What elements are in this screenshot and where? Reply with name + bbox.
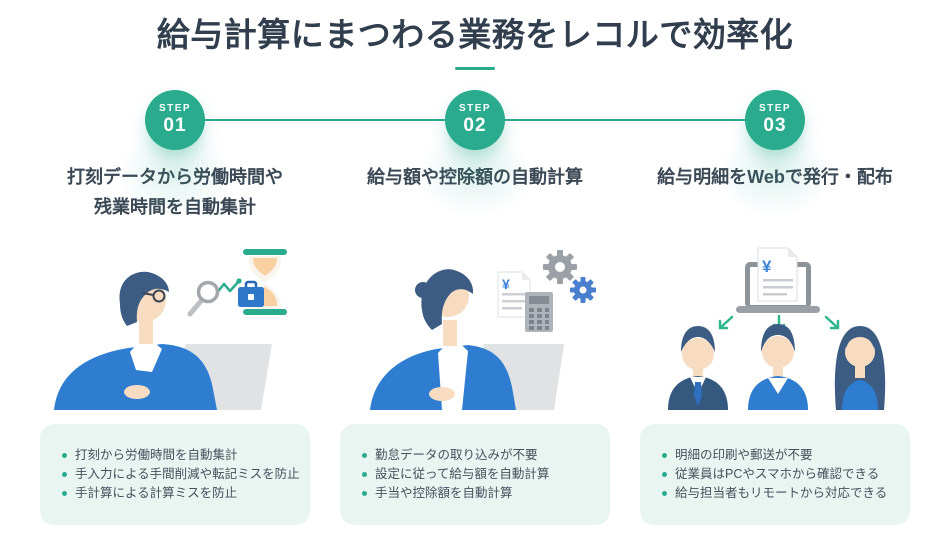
step-number: 01: [163, 115, 187, 137]
benefit-item: 明細の印刷や郵送が不要: [662, 448, 902, 463]
step-word: STEP: [158, 103, 192, 115]
illustrations-row: ¥: [0, 226, 950, 412]
step-1-benefits-card: 打刻から労働時間を自動集計 手入力による手間削減や転記ミスを防止 手計算による計…: [40, 424, 310, 526]
benefit-item: 打刻から労働時間を自動集計: [62, 448, 302, 463]
step-word: STEP: [758, 103, 792, 115]
title-underline-decoration: [455, 67, 495, 71]
step-word: STEP: [458, 103, 492, 115]
step-2-badge-cell: STEP 02: [340, 90, 610, 151]
benefit-list: 勤怠データの取り込みが不要 設定に従って給与額を自動計算 手当や控除額を自動計算: [362, 444, 602, 505]
magnifier-icon: [187, 281, 220, 317]
heading-line: 残業時間を自動集計: [94, 197, 256, 218]
step-number: 02: [463, 115, 487, 137]
benefit-item: 勤怠データの取り込みが不要: [362, 448, 602, 463]
employee-woman: [834, 326, 886, 411]
yen-document-icon: ¥: [497, 271, 531, 318]
benefit-list: 明細の印刷や郵送が不要 従業員はPCやスマホから確認できる 給与担当者もリモート…: [662, 444, 902, 505]
step-3-badge-cell: STEP 03: [640, 90, 910, 151]
step-2-illustration: ¥: [340, 226, 610, 412]
woman-figure: [370, 269, 516, 411]
employee-jacket-man: [748, 324, 808, 411]
step-2-benefits-card: 勤怠データの取り込みが不要 設定に従って給与額を自動計算 手当や控除額を自動計算: [340, 424, 610, 526]
man-figure: [54, 271, 217, 411]
arrow-down-right-icon: [824, 316, 840, 330]
woman-at-laptop-illustration: ¥: [370, 250, 596, 411]
calculator-icon: [525, 292, 553, 333]
benefit-item: 給与担当者もリモートから対応できる: [662, 486, 902, 501]
briefcase-icon: [238, 281, 264, 308]
arrow-down-left-icon: [718, 316, 734, 330]
steps-track: STEP 01 STEP 02 STEP 03: [0, 90, 950, 151]
step-badge-03: STEP 03: [745, 90, 805, 151]
benefit-item: 従業員はPCやスマホから確認できる: [662, 467, 902, 482]
step-3-benefits-card: 明細の印刷や郵送が不要 従業員はPCやスマホから確認できる 給与担当者もリモート…: [640, 424, 910, 526]
page-title: 給与計算にまつわる業務をレコルで効率化: [156, 16, 794, 53]
step-1-illustration: [40, 226, 310, 412]
yen-document-icon: ¥: [757, 247, 798, 302]
yen-symbol: ¥: [762, 257, 772, 276]
benefit-cards-row: 打刻から労働時間を自動集計 手入力による手間削減や転記ミスを防止 手計算による計…: [0, 424, 950, 526]
laptop-distribution-illustration: ¥: [668, 247, 886, 411]
yen-symbol: ¥: [502, 276, 510, 292]
gear-icons: [543, 250, 596, 304]
heading-line: 給与額や控除額の自動計算: [367, 167, 583, 188]
step-3-heading: 給与明細をWebで発行・配布: [640, 162, 910, 226]
step-3-illustration: ¥: [640, 226, 910, 412]
glasses-icon: [142, 289, 166, 303]
benefit-list: 打刻から労働時間を自動集計 手入力による手間削減や転記ミスを防止 手計算による計…: [62, 444, 302, 505]
step-1-badge-cell: STEP 01: [40, 90, 310, 151]
step-1-heading: 打刻データから労働時間や 残業時間を自動集計: [40, 162, 310, 226]
step-number: 03: [763, 115, 787, 137]
man-at-laptop-illustration: [54, 249, 287, 411]
employee-suit-man: [668, 326, 728, 411]
heading-line: 給与明細をWebで発行・配布: [657, 167, 893, 188]
benefit-item: 設定に従って給与額を自動計算: [362, 467, 602, 482]
benefit-item: 手当や控除額を自動計算: [362, 486, 602, 501]
step-headings-row: 打刻データから労働時間や 残業時間を自動集計 給与額や控除額の自動計算 給与明細…: [0, 162, 950, 226]
heading-line: 打刻データから労働時間や: [67, 167, 283, 188]
step-badge-01: STEP 01: [145, 90, 205, 151]
benefit-item: 手計算による計算ミスを防止: [62, 486, 302, 501]
step-2-heading: 給与額や控除額の自動計算: [340, 162, 610, 226]
step-badge-02: STEP 02: [445, 90, 505, 151]
benefit-item: 手入力による手間削減や転記ミスを防止: [62, 467, 302, 482]
